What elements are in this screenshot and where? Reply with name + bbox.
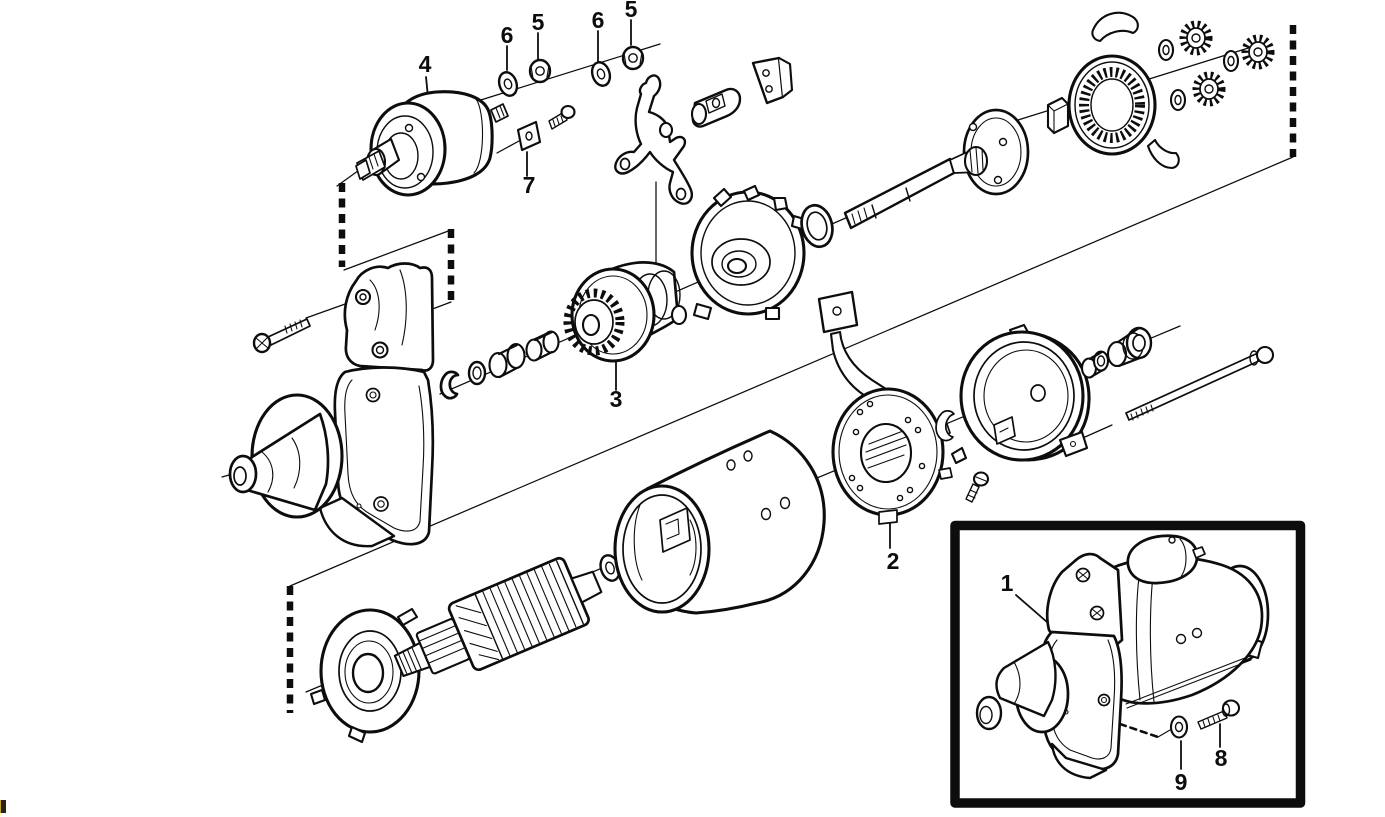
- spacer-block: [1046, 96, 1070, 135]
- pivot-coupler: [690, 87, 742, 128]
- screen-artifact: [0, 800, 6, 813]
- adjusting-screw: [516, 104, 576, 152]
- planet-gears: [1157, 20, 1275, 112]
- mount-washer: [1169, 715, 1189, 739]
- callout-6b: 6: [592, 7, 605, 33]
- assembled-starter-motor: [975, 534, 1270, 780]
- brush-holder-plate: [817, 290, 953, 525]
- end-bushings: [1080, 326, 1153, 379]
- callout-4: 4: [419, 51, 432, 77]
- terminal-bracket: [751, 56, 794, 105]
- solenoid: [355, 90, 509, 197]
- callout-3: 3: [610, 386, 623, 412]
- terminal-washers-and-nuts: [497, 45, 645, 97]
- shaft-spacers: [439, 330, 560, 400]
- armature-washer: [599, 554, 621, 582]
- callout-7: 7: [523, 172, 536, 198]
- clutch-cover: [690, 184, 806, 321]
- mount-bolt: [1197, 699, 1241, 730]
- callout-5b: 5: [625, 0, 638, 22]
- callout-6a: 6: [501, 22, 514, 48]
- ring-gear-assembly: [1046, 11, 1180, 170]
- callout-9: 9: [1175, 769, 1188, 795]
- snap-ring: [935, 410, 955, 442]
- callout-8: 8: [1215, 745, 1228, 771]
- circlip: [439, 370, 460, 400]
- callout-5a: 5: [532, 9, 545, 35]
- field-housing: [613, 429, 826, 615]
- callout-1: 1: [1001, 570, 1014, 596]
- o-ring: [800, 203, 834, 249]
- drive-end-housing: [228, 262, 435, 548]
- highlight-box: [950, 520, 1306, 808]
- end-cap-screw: [965, 471, 990, 503]
- break-hatch-marks: [286, 25, 1297, 713]
- armature: [393, 556, 603, 678]
- output-shaft-carrier: [843, 108, 1030, 230]
- solenoid-assembled: [1126, 534, 1199, 585]
- callout-numbers: 4 6 5 6 5 7 3 2 1 9 8: [419, 0, 1228, 795]
- retainer-segment-bottom: [1146, 138, 1180, 170]
- callout-2: 2: [887, 548, 900, 574]
- retainer-segment-top: [1091, 11, 1139, 43]
- callout-leaders: [425, 19, 1221, 770]
- planet-gear-washers: [1157, 38, 1240, 112]
- end-cap: [950, 323, 1091, 503]
- drive-pinion-clutch: [563, 261, 688, 363]
- tie-bolt: [1125, 345, 1275, 421]
- mounting-bolt: [252, 318, 311, 354]
- engagement-fork-lever: [614, 74, 693, 205]
